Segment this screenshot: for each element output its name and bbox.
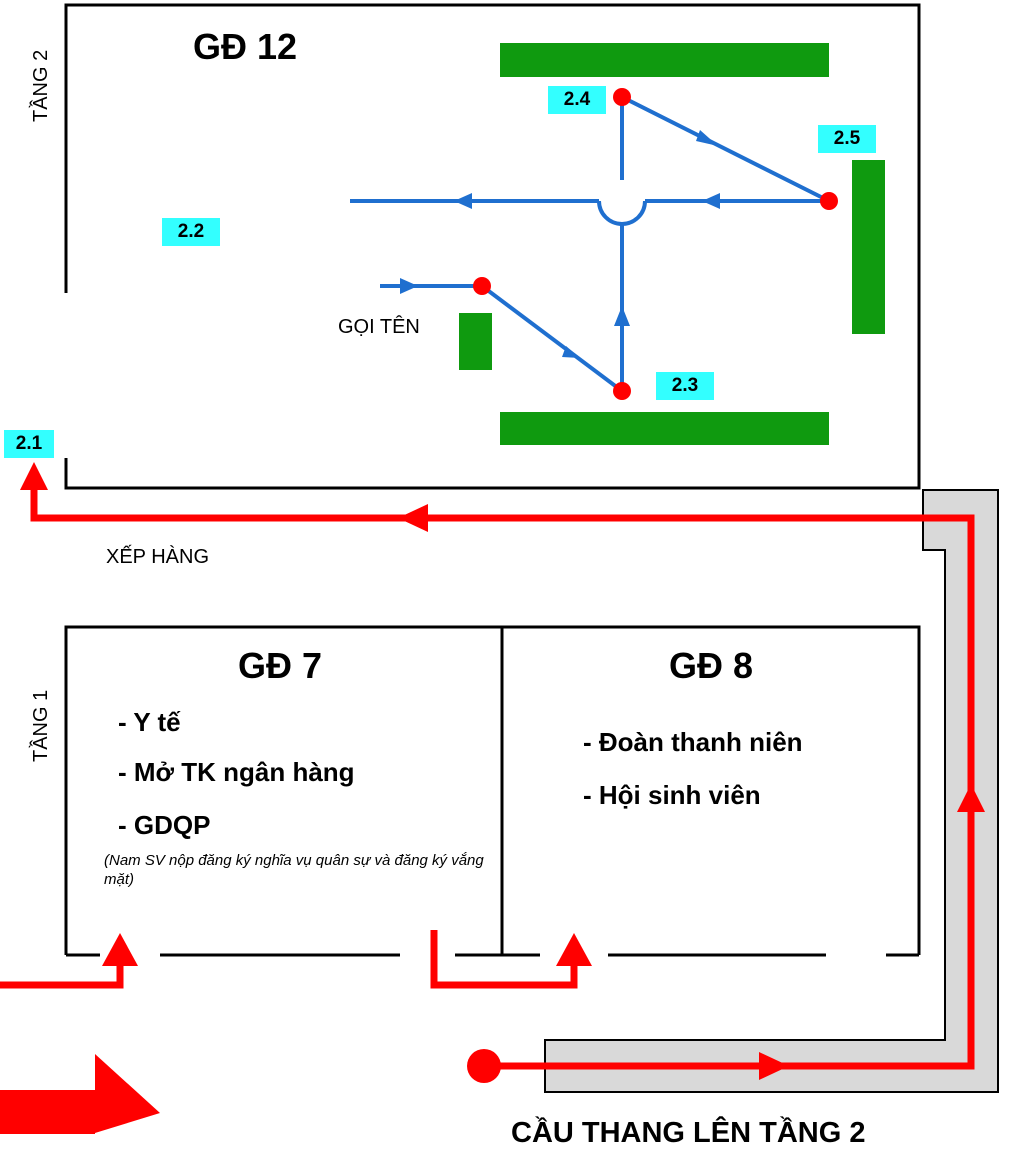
red-flow bbox=[0, 490, 975, 1070]
desk-2-5 bbox=[852, 160, 885, 334]
entry-arrow bbox=[0, 1054, 160, 1135]
point-call-name bbox=[473, 277, 491, 295]
gd8-item-youth-union: - Đoàn thanh niên bbox=[583, 727, 803, 757]
gd7-item-gdqp: - GDQP bbox=[118, 810, 211, 840]
desk-2-3 bbox=[500, 412, 829, 445]
point-2-4 bbox=[613, 88, 631, 106]
red-flow-arrowheads bbox=[20, 462, 985, 1080]
queue-label: XẾP HÀNG bbox=[106, 546, 209, 568]
stairs-start-point bbox=[467, 1049, 501, 1083]
station-tag-2-5: 2.5 bbox=[818, 125, 876, 153]
station-points bbox=[473, 88, 838, 400]
gd7-gdqp-note: (Nam SV nộp đăng ký nghĩa vụ quân sự và … bbox=[104, 852, 484, 888]
room-gd8-title: GĐ 8 bbox=[669, 645, 754, 686]
stairs-label: CẦU THANG LÊN TẦNG 2 bbox=[511, 1117, 866, 1149]
point-2-3 bbox=[613, 382, 631, 400]
point-2-5 bbox=[820, 192, 838, 210]
stairs-corridor bbox=[544, 489, 999, 1093]
room-gd7-title: GĐ 7 bbox=[238, 645, 323, 686]
desk-call-name bbox=[459, 313, 492, 370]
room-gd12-walls bbox=[64, 3, 921, 490]
room-gd12-title: GĐ 12 bbox=[193, 26, 298, 67]
gd7-item-health: - Y tế bbox=[118, 707, 181, 737]
gd8-item-student-assoc: - Hội sinh viên bbox=[583, 780, 761, 810]
station-tag-2-4: 2.4 bbox=[548, 86, 606, 114]
desks bbox=[459, 43, 885, 445]
blue-flow-arrowheads bbox=[400, 130, 720, 358]
blue-flow bbox=[350, 95, 830, 393]
station-tag-2-1: 2.1 bbox=[4, 430, 54, 458]
station-tag-2-2: 2.2 bbox=[162, 218, 220, 246]
room-gd7-gd8-walls bbox=[64, 625, 921, 957]
floor2-label: TẦNG 2 bbox=[30, 49, 52, 122]
station-tag-2-3: 2.3 bbox=[656, 372, 714, 400]
gd7-item-bank: - Mở TK ngân hàng bbox=[118, 757, 355, 787]
desk-2-4 bbox=[500, 43, 829, 77]
call-name-label: GỌI TÊN bbox=[338, 316, 420, 338]
floor1-label: TẦNG 1 bbox=[30, 689, 52, 762]
